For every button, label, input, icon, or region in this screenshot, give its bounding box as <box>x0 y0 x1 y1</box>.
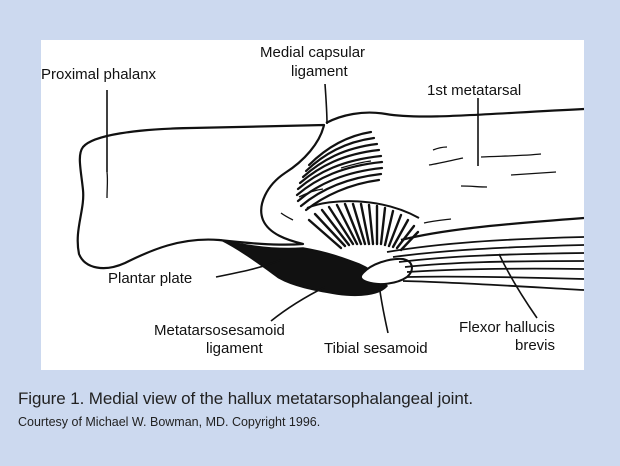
label-plantar-plate: Plantar plate <box>108 270 192 287</box>
first-metatarsal-shaft-bottom <box>401 218 584 240</box>
figure-panel: Proximal phalanx Medial capsular ligamen… <box>41 40 584 370</box>
leader-lines <box>107 84 537 333</box>
figure-caption: Figure 1. Medial view of the hallux meta… <box>18 388 618 431</box>
plantar-plate <box>221 240 387 295</box>
caption-credit: Courtesy of Michael W. Bowman, MD. Copyr… <box>18 413 618 431</box>
label-flexor-line2: brevis <box>515 337 555 354</box>
label-flexor-line1: Flexor hallucis <box>459 319 555 336</box>
label-metatarsosesamoid-line1: Metatarsosesamoid <box>154 322 285 339</box>
proximal-phalanx-bone <box>78 125 324 268</box>
label-tibial-sesamoid: Tibial sesamoid <box>324 340 428 357</box>
anatomy-illustration: Proximal phalanx Medial capsular ligamen… <box>41 40 584 370</box>
first-metatarsal-shaft-top <box>326 109 584 123</box>
label-proximal-phalanx: Proximal phalanx <box>41 66 157 83</box>
label-medial-capsular-line2: ligament <box>291 63 349 80</box>
flexor-hallucis-brevis <box>387 237 584 290</box>
label-medial-capsular-line1: Medial capsular <box>260 44 365 61</box>
caption-title: Figure 1. Medial view of the hallux meta… <box>18 388 618 410</box>
label-metatarsosesamoid-line2: ligament <box>206 340 264 357</box>
label-first-metatarsal: 1st metatarsal <box>427 82 521 99</box>
medial-capsular-ligament <box>297 132 382 210</box>
